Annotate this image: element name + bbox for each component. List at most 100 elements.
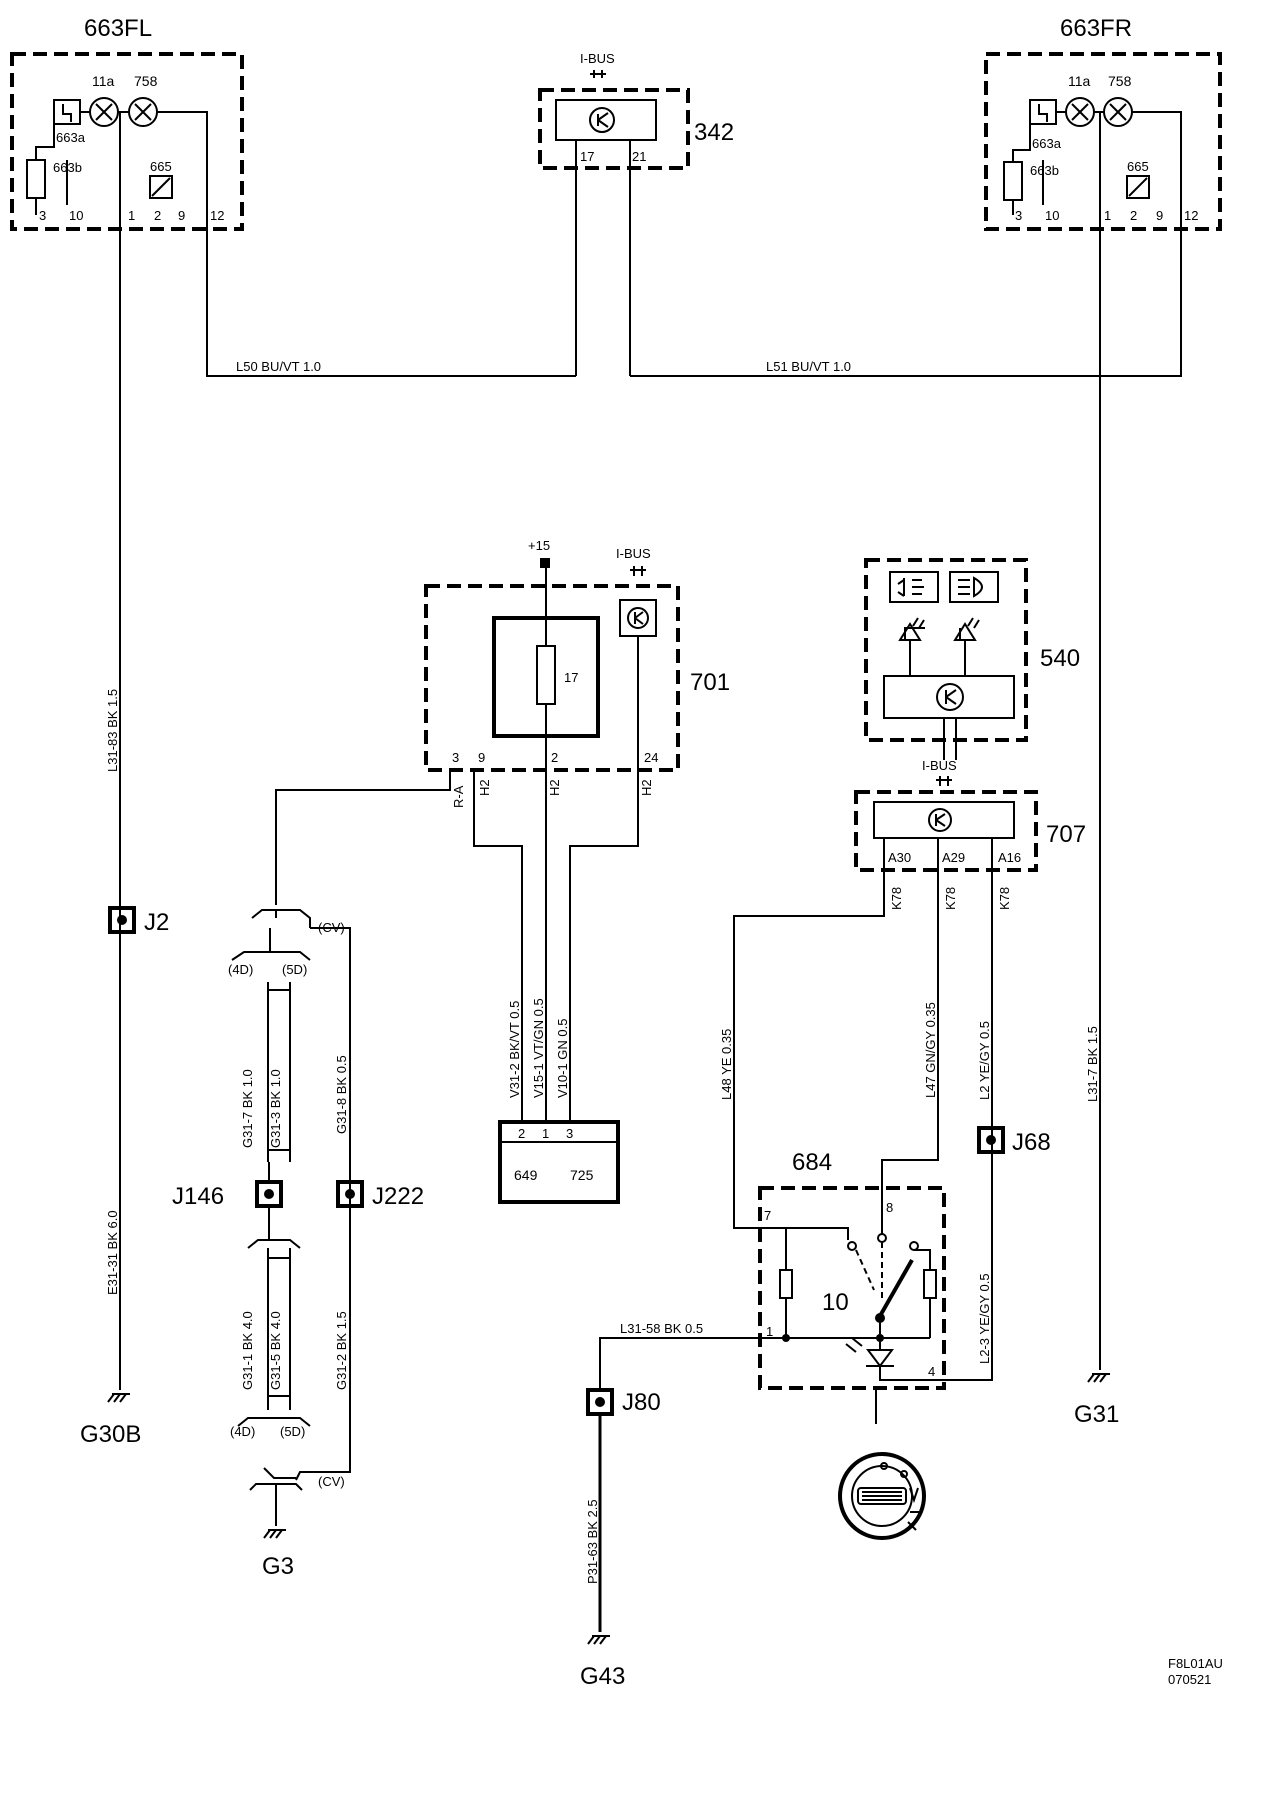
component-663fl: 663FL 11a 758 663a 663b 665 3 10 1 2 9 1… (10, 15, 244, 235)
conn-k78-a29: K78 (943, 887, 958, 910)
label-4d-top: (4D) (228, 962, 253, 977)
label-wire-g31-2: G31-2 BK 1.5 (334, 1311, 349, 1390)
pin-10-663fr: 10 (1045, 208, 1059, 223)
junction-j68 (977, 1126, 1005, 1154)
label-758-left: 758 (134, 73, 158, 89)
pin-2-649: 2 (518, 1126, 525, 1141)
label-j222: J222 (372, 1183, 424, 1210)
pin-a30-707: A30 (888, 850, 911, 865)
label-wire-l2-3: L2-3 YE/GY 0.5 (977, 1273, 992, 1364)
footer-date: 070521 (1168, 1672, 1211, 1687)
conn-h2-pin9: H2 (477, 779, 492, 796)
label-ibus-707: I-BUS (922, 758, 957, 773)
label-665-left: 665 (150, 159, 172, 174)
label-663a-right: 663a (1032, 136, 1062, 151)
label-j2: J2 (144, 909, 169, 936)
label-758-right: 758 (1108, 73, 1132, 89)
wire-l48 (733, 880, 885, 1229)
switch-10-icon (878, 1259, 914, 1317)
bus-transceiver-540-icon (936, 683, 964, 711)
label-5d-top: (5D) (282, 962, 307, 977)
pin-9-663fr: 9 (1156, 208, 1163, 223)
light-switch-knob (838, 1452, 926, 1540)
label-wire-l31-58: L31-58 BK 0.5 (620, 1321, 703, 1336)
pin-17-342: 17 (580, 149, 594, 164)
pin-8-684: 8 (886, 1200, 893, 1215)
label-5d-bottom: (5D) (280, 1424, 305, 1439)
pin-a16-707: A16 (998, 850, 1021, 865)
label-684: 684 (792, 1149, 832, 1176)
label-ibus-342: I-BUS (580, 51, 615, 66)
label-wire-g31-5: G31-5 BK 4.0 (268, 1311, 283, 1390)
pin-2-701: 2 (551, 750, 558, 765)
component-540: 540 (864, 558, 1080, 760)
pin-12-663fl: 12 (210, 208, 224, 223)
label-wire-p31-63: P31-63 BK 2.5 (585, 1499, 600, 1584)
bus-transceiver-icon (589, 107, 615, 133)
component-684: 684 7 8 1 4 10 (758, 1149, 946, 1424)
pin-3-649: 3 (566, 1126, 573, 1141)
label-707: 707 (1046, 821, 1086, 848)
junction-j222 (336, 1180, 364, 1208)
led-diode-icon (866, 1338, 928, 1381)
label-j68: J68 (1012, 1129, 1051, 1156)
bus-transceiver-707-icon (928, 808, 952, 832)
wire-l50 (206, 205, 576, 377)
pin-2-663fl: 2 (154, 208, 161, 223)
label-wire-l31-83: L31-83 BK 1.5 (105, 689, 120, 772)
label-plus15: +15 (528, 538, 550, 553)
pin-12-663fr: 12 (1184, 208, 1198, 223)
label-11a-right: 11a (1068, 73, 1091, 89)
pin-21-342: 21 (632, 149, 646, 164)
component-663fr: 663FR 11a 758 663a 663b 665 3 10 1 2 9 1… (984, 15, 1222, 235)
pin-a29-707: A29 (942, 850, 965, 865)
label-663fr: 663FR (1060, 15, 1132, 42)
pin-1-663fr: 1 (1104, 208, 1111, 223)
label-663b-right: 663b (1030, 163, 1059, 178)
wire-r-a (275, 770, 451, 905)
component-342: I-BUS 342 17 21 (538, 51, 734, 376)
conn-h2-pin2: H2 (547, 779, 562, 796)
label-663fl: 663FL (84, 15, 152, 42)
pin-1-684: 1 (766, 1324, 773, 1339)
label-725: 725 (570, 1167, 594, 1183)
pin-7-684: 7 (764, 1208, 771, 1223)
label-j80: J80 (622, 1389, 661, 1416)
label-wire-e31-31: E31-31 BK 6.0 (105, 1210, 120, 1295)
wire-v31-2 (473, 770, 523, 1122)
footer-code: F8L01AU (1168, 1656, 1223, 1671)
pin-1-663fl: 1 (128, 208, 135, 223)
conn-k78-a30: K78 (889, 887, 904, 910)
ground-g43-icon (587, 1635, 610, 1645)
pin-3-663fr: 3 (1015, 208, 1022, 223)
label-switch-10: 10 (822, 1289, 849, 1316)
component-701: +15 I-BUS 17 701 3 9 2 24 R-A H2 H2 H2 (424, 538, 730, 808)
label-wire-l47: L47 GN/GY 0.35 (923, 1002, 938, 1098)
label-665-right: 665 (1127, 159, 1149, 174)
bus-transceiver-701-icon (627, 607, 649, 629)
label-wire-l31-7: L31-7 BK 1.5 (1085, 1026, 1100, 1102)
label-701: 701 (690, 669, 730, 696)
label-540: 540 (1040, 645, 1080, 672)
label-j146: J146 (172, 1183, 224, 1210)
pin-4-684: 4 (928, 1364, 935, 1379)
wire-l51 (630, 205, 1182, 377)
label-wire-v31-2: V31-2 BK/VT 0.5 (507, 1001, 522, 1098)
label-wire-l2: L2 YE/GY 0.5 (977, 1021, 992, 1100)
fog-light-indicator-icon (889, 571, 939, 603)
pin-3-663fl: 3 (39, 208, 46, 223)
ground-g3-icon (263, 1529, 286, 1539)
supply-terminal-icon (540, 558, 550, 568)
label-wire-l50: L50 BU/VT 1.0 (236, 359, 321, 374)
label-ibus-701: I-BUS (616, 546, 651, 561)
wire-v10-1 (569, 776, 639, 1122)
wire-l2 (928, 880, 993, 1381)
fuse-17-icon (536, 645, 556, 705)
label-g3: G3 (262, 1553, 294, 1580)
label-g30b: G30B (80, 1421, 141, 1448)
label-fuse-17: 17 (564, 670, 578, 685)
junction-j2 (108, 906, 136, 934)
conn-ra-701: R-A (451, 785, 466, 808)
label-wire-l51: L51 BU/VT 1.0 (766, 359, 851, 374)
